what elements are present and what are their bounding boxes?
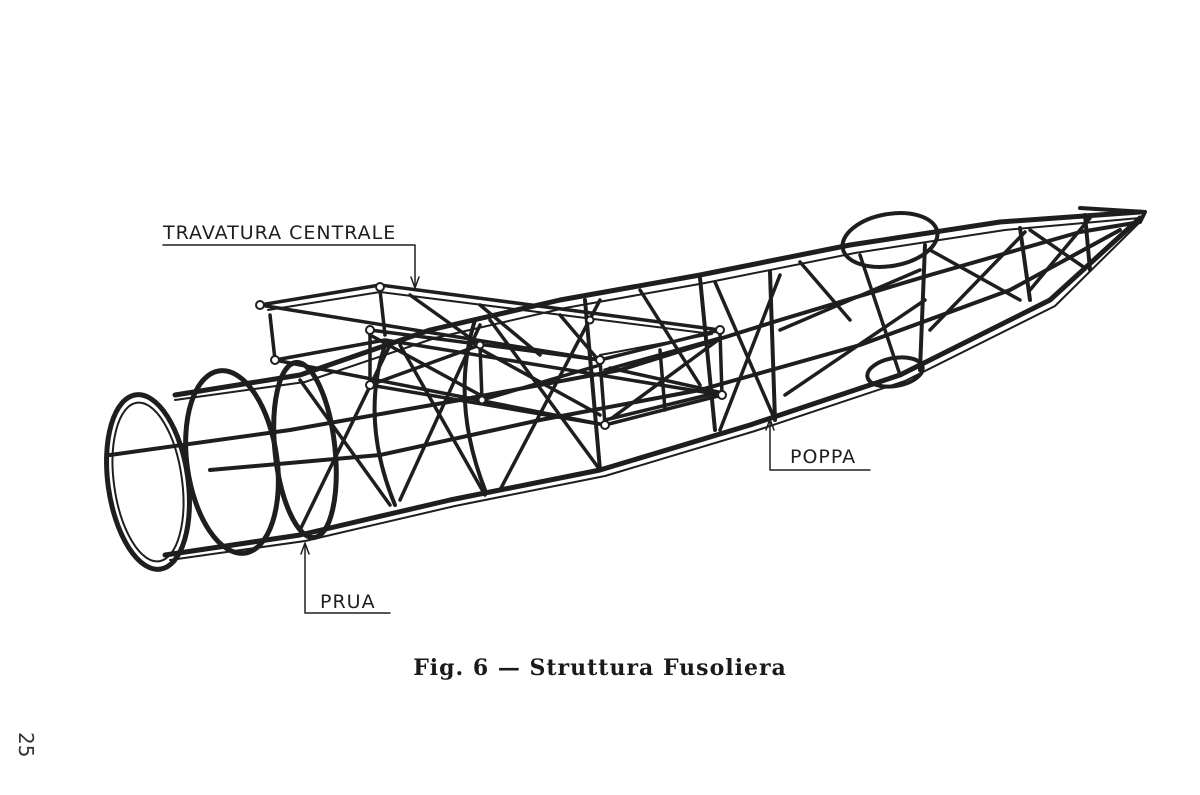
lower-tail-ring [865,355,925,389]
truss-nodes [255,282,727,430]
stern-label: POPPA [790,446,857,468]
tail-tip [1078,206,1147,234]
central-truss [258,283,724,427]
canopy-ring [840,211,940,269]
page-number: 25 [14,732,38,758]
leader-lines [162,244,871,614]
bow-label: PRUA [320,591,376,613]
central-truss-label: TRAVATURA CENTRALE [163,222,397,244]
figure-caption: Fig. 6 — Struttura Fusoliera [413,655,787,681]
